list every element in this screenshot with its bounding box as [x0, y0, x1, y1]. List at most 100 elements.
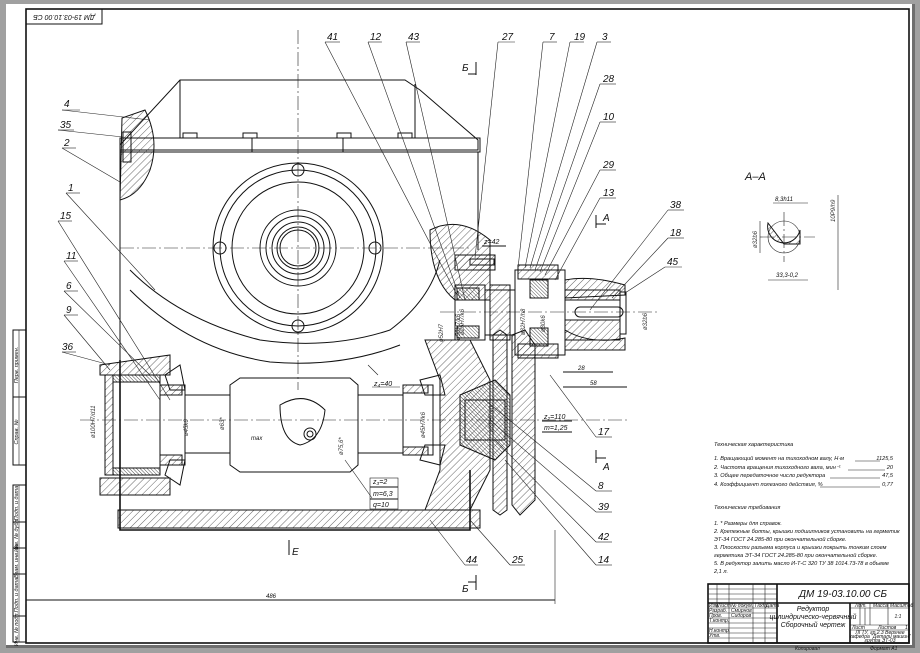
tech-req-1: 2. Крепежные болты, крышки подшипников у…: [713, 529, 900, 535]
tech-spec-3: 3. Общее передаточное число редуктора: [714, 473, 825, 479]
part-label-9: 9: [66, 305, 72, 316]
designation: ДМ 19-03.10.00 СБ: [798, 589, 888, 600]
tb-row-1-a: Разраб.: [709, 608, 727, 614]
housing-cover: [119, 79, 481, 360]
scale-label: Масштаб: [890, 603, 914, 609]
input-shaft-assembly: [440, 254, 660, 359]
part-label-19: 19: [574, 32, 586, 43]
rotated-designation: ДМ 19-03.10.00 СБ: [33, 13, 96, 20]
dim-fit-4: ø45H7/k6: [421, 411, 427, 438]
dim-fit-6: ø25H7/k6: [460, 308, 466, 335]
worm-module: m=6,3: [373, 491, 393, 498]
tech-req-4: герметика ЭТ-34 ГОСТ 24.285-80 при оконч…: [714, 552, 877, 559]
section-marks: Б Б А А Е: [288, 62, 610, 595]
left-bearing-assembly: [104, 364, 186, 486]
tb-row-3-a: Т.контр.: [709, 618, 729, 624]
part-label-18: 18: [670, 228, 682, 239]
format-label: Формат А1: [870, 646, 898, 652]
side-stamp: Перв. примен. Справ. № Подп. и дата Инв.…: [12, 329, 27, 646]
title-block: Изм. Лист № докум. Подп. Дата Разраб. См…: [707, 583, 914, 652]
section-width-dim: 8,3h11: [775, 197, 793, 203]
bearing-cover-view: [120, 30, 470, 390]
section-mark-a-bottom: А: [602, 462, 610, 473]
dim-fit-0: ø100H7/d11: [91, 405, 97, 438]
dim-fit-7: ø32H7/k6: [489, 405, 495, 432]
tb-row-1-c: Смирнов: [731, 608, 752, 614]
right-bearing-assembly: [402, 339, 491, 511]
dim-fit-9: ø30k6: [541, 315, 547, 332]
dim-fit-5: ø50H7/k6: [456, 313, 462, 340]
section-mark-b-bottom: Б: [462, 584, 469, 595]
part-label-44: 44: [466, 555, 478, 566]
scale-value: 1:1: [895, 614, 902, 620]
tb-row-0-d: Подп.: [755, 603, 768, 609]
part-label-27: 27: [501, 32, 514, 43]
view-mark-e: Е: [292, 547, 299, 558]
tech-req-heading: Технические требования: [714, 505, 780, 511]
section-a-a: А–А 8,3h11 33,3-0,2 ø32b6 10P9/h9: [744, 171, 839, 290]
title-line-2: цилиндрическо-червячный: [770, 613, 857, 621]
part-label-3: 3: [602, 32, 608, 43]
gear-teeth: z₂=110: [543, 414, 566, 421]
dim-fit-1: ø45k6: [184, 419, 190, 436]
part-label-25: 25: [511, 555, 524, 566]
part-label-12: 12: [370, 32, 382, 43]
part-label-13: 13: [603, 188, 615, 199]
worm-diameter-coef: q=10: [373, 502, 389, 509]
part-label-15: 15: [60, 211, 72, 222]
pinion-teeth: z=42: [483, 239, 499, 246]
part-label-14: 14: [598, 555, 610, 566]
tech-req-6: 2,1 л.: [713, 569, 728, 575]
tb-row-0-c: № докум.: [731, 603, 753, 609]
housing-flange-section: [119, 109, 155, 201]
part-label-7: 7: [549, 32, 555, 43]
tb-row-4-a: Н.контр.: [709, 628, 730, 634]
side-stamp-upper-0: Перв. примен.: [14, 347, 20, 384]
side-stamp-lower-2: Взам. инв. №: [14, 544, 20, 578]
section-depth-dim: 33,3-0,2: [776, 273, 799, 279]
sheets-count: 1: [905, 625, 908, 631]
part-label-17: 17: [598, 427, 610, 438]
sheet-label: Лист: [851, 625, 865, 631]
worm-teeth: z₃=2: [372, 479, 387, 486]
tb-row-0-b: Лист: [717, 603, 731, 609]
tb-row-2-c: Сидоров: [731, 613, 751, 619]
leader-lines: [57, 41, 684, 566]
tech-spec-3-value: 47,5: [882, 473, 894, 479]
part-label-4: 4: [64, 99, 70, 110]
gear-section: [459, 329, 536, 516]
section-mark-a-top: А: [602, 213, 610, 224]
tech-req-5: 5. В редуктор залить масло И-Т-С 320 ТУ …: [714, 561, 889, 567]
technical-requirements: Технические требования 1. * Размеры для …: [713, 505, 900, 575]
worm-wheel-teeth: z₄=40: [373, 381, 392, 388]
part-label-38: 38: [670, 200, 682, 211]
tech-spec-1-value: 1125,5: [876, 456, 894, 462]
part-label-42: 42: [598, 532, 610, 543]
part-label-8: 8: [598, 481, 604, 492]
tech-req-2: ЭТ-34 ГОСТ 24.285-80 при окончательной с…: [714, 536, 847, 543]
side-stamp-upper-1: Справ. №: [14, 419, 20, 444]
mass-label: Масса: [873, 603, 888, 609]
dim-fit-3: ø75,6*: [339, 437, 345, 455]
tech-specs-heading: Техническая характеристика: [714, 442, 793, 448]
gear-parameters: z₄=40 z₃=2 m=6,3 q=10 z=42 z₂=110 m=1,25: [369, 239, 572, 510]
bolt-35: [122, 131, 132, 163]
dim-58: 58: [590, 381, 597, 387]
title-line-3: Сборочный чертеж: [781, 621, 847, 629]
rotated-designation-box: [25, 8, 103, 25]
part-label-43: 43: [408, 32, 420, 43]
drawing-frame: [25, 8, 910, 644]
part-label-11: 11: [66, 251, 76, 262]
section-a-a-title: А–А: [744, 171, 766, 183]
technical-characteristics: Техническая характеристика 1. Вращающий …: [713, 442, 894, 488]
sheets-label: Листов: [877, 625, 897, 631]
part-label-41: 41: [327, 32, 338, 43]
tb-row-0-e: Дата: [765, 603, 779, 609]
dim-max: max: [251, 436, 263, 442]
dim-28: 28: [577, 366, 585, 372]
part-labels: 4 35 2 1 15 11 6 9 36 41 12 43 27 7 19 3…: [60, 32, 682, 566]
part-label-1: 1: [68, 183, 74, 194]
tech-spec-2: 2. Частота вращения тихоходного вала, ми…: [713, 465, 841, 471]
section-mark-b-top: Б: [462, 63, 469, 74]
